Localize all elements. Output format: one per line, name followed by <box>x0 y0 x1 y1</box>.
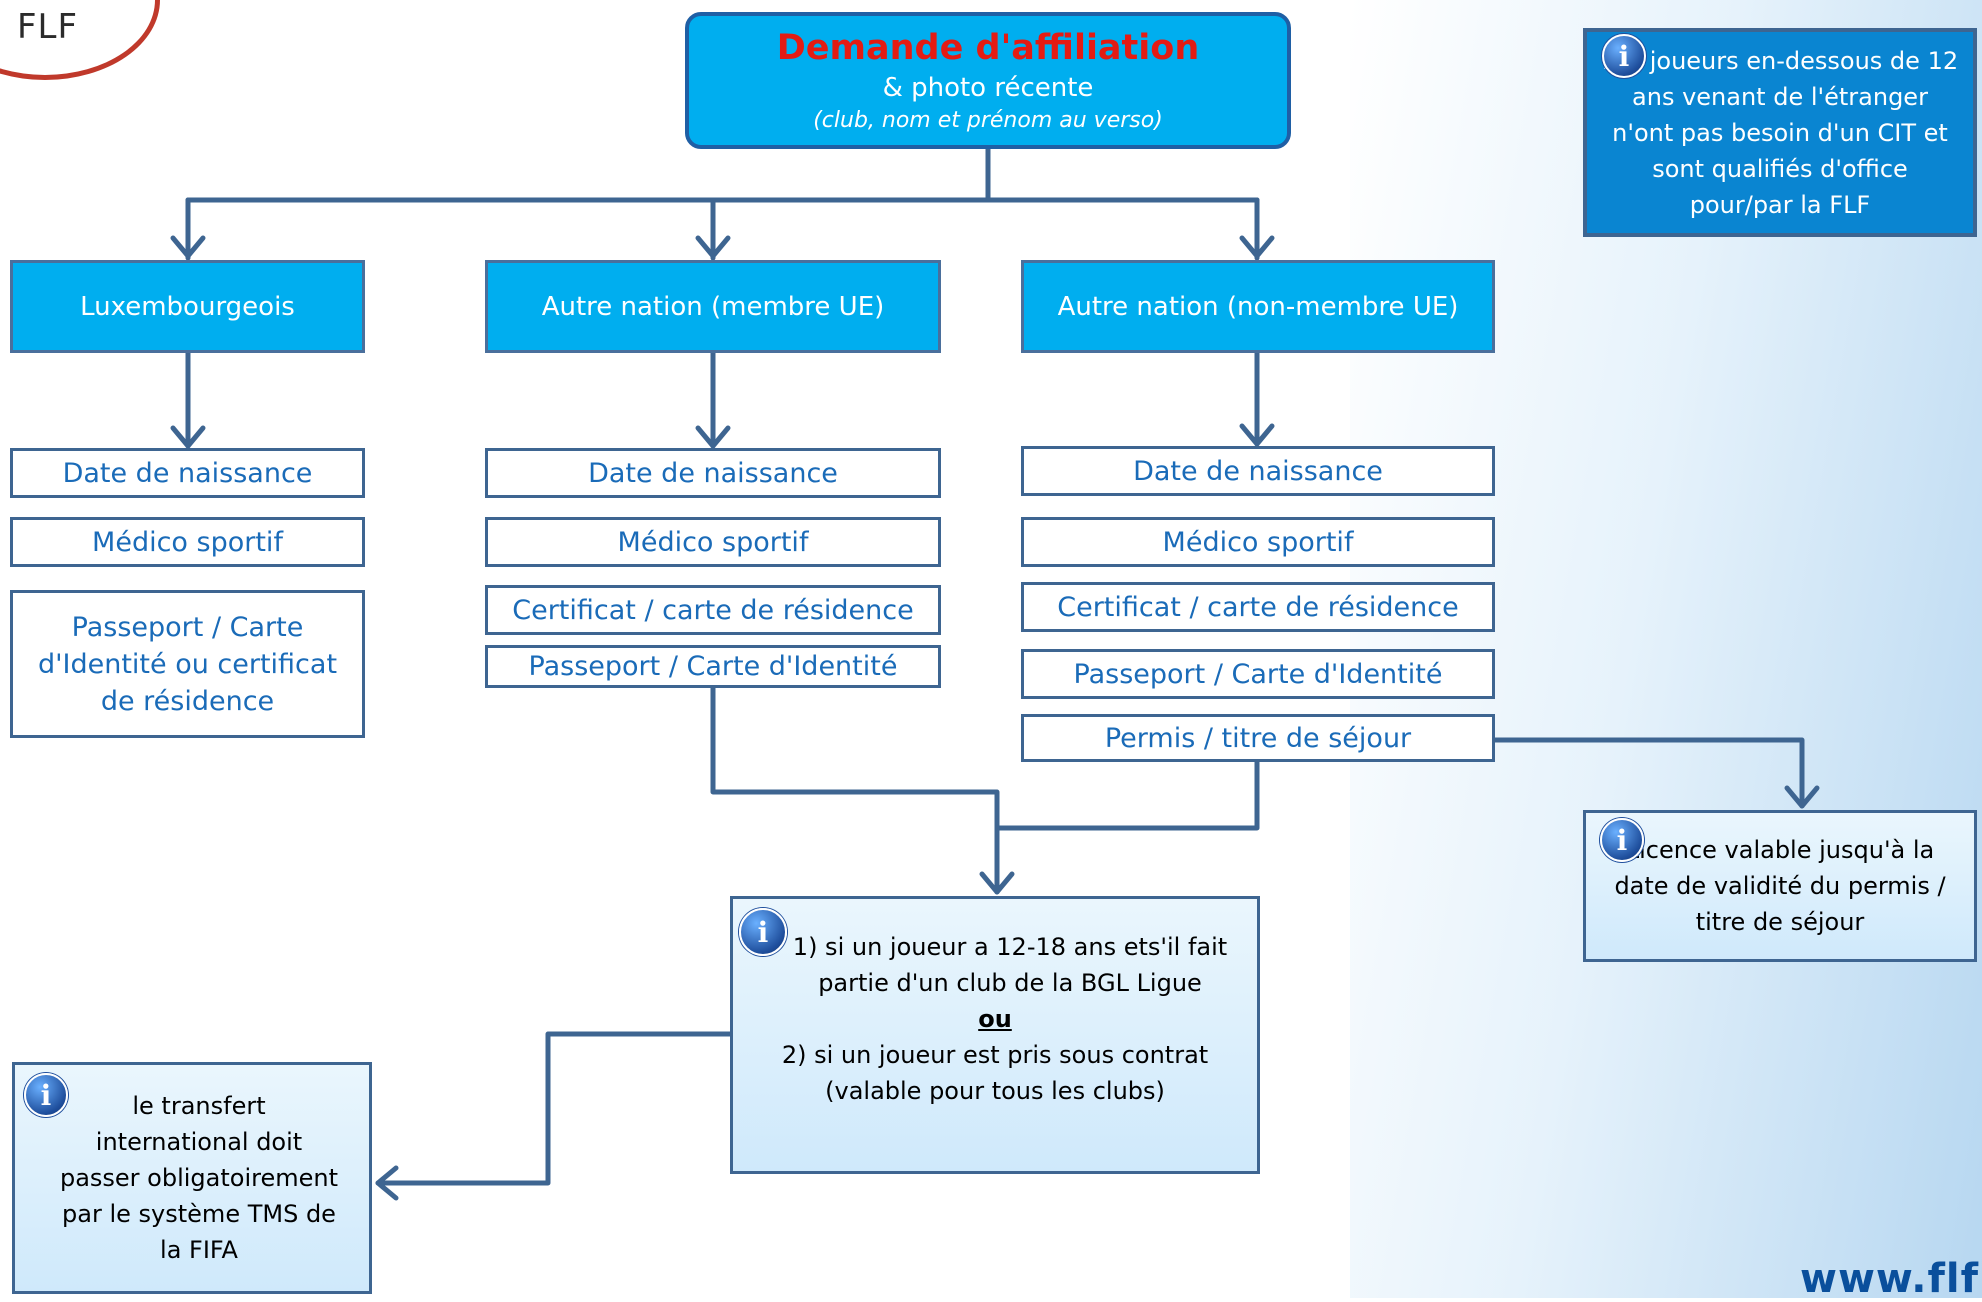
doc-ue-date-naissance: Date de naissance <box>485 448 941 498</box>
connector-permis-to-licence <box>1492 737 1805 809</box>
doc-lux-passeport: Passeport / Carte d'Identité ou certific… <box>10 590 365 738</box>
info-note-transfer-text: le transfert international doit passer o… <box>59 1092 339 1264</box>
doc-nonue-certificat-residence: Certificat / carte de résidence <box>1021 582 1495 632</box>
doc-label: Date de naissance <box>62 457 313 489</box>
title-sub: & photo récente <box>882 72 1094 103</box>
doc-label: Médico sportif <box>92 526 283 558</box>
arrowhead-center <box>979 871 1015 895</box>
arrowhead-non-membre-ue <box>1239 235 1275 259</box>
title-main: Demande d'affiliation <box>776 27 1200 68</box>
doc-nonue-medico-sportif: Médico sportif <box>1021 517 1495 567</box>
doc-ue-medico-sportif: Médico sportif <box>485 517 941 567</box>
doc-nonue-date-naissance: Date de naissance <box>1021 446 1495 496</box>
title-note: (club, nom et prénom au verso) <box>813 107 1163 133</box>
doc-label: Passeport / Carte d'Identité ou certific… <box>37 611 338 717</box>
doc-label: Passeport / Carte d'Identité <box>1073 658 1443 690</box>
logo-text: FLF <box>17 7 79 47</box>
arrowhead-lux-docs <box>170 425 206 449</box>
arrowhead-nonue-docs <box>1239 423 1275 447</box>
info-icon: i <box>1600 818 1644 862</box>
info-icon: i <box>1602 34 1646 78</box>
info-note-transfer: le transfert international doit passer o… <box>12 1062 372 1294</box>
doc-label: Permis / titre de séjour <box>1104 722 1412 754</box>
info-note-conditions: 1) si un joueur a 12-18 ans ets'il fait … <box>730 896 1260 1174</box>
doc-label: Certificat / carte de résidence <box>1057 591 1459 623</box>
info-note-licence-text: Licence valable jusqu'à la date de valid… <box>1614 836 1946 936</box>
arrowhead-transfer <box>375 1165 399 1201</box>
doc-ue-certificat-residence: Certificat / carte de résidence <box>485 585 941 635</box>
doc-lux-medico-sportif: Médico sportif <box>10 517 365 567</box>
nation-luxembourgeois: Luxembourgeois <box>10 260 365 353</box>
doc-nonue-permis: Permis / titre de séjour <box>1021 714 1495 762</box>
nation-non-membre-ue: Autre nation (non-membre UE) <box>1021 260 1495 353</box>
info-note-under-12: Les joueurs en-dessous de 12 ans venant … <box>1583 28 1977 237</box>
doc-label: Passeport / Carte d'Identité <box>528 651 898 682</box>
info-icon: i <box>24 1073 68 1117</box>
website-url: www.flf <box>1800 1256 1980 1302</box>
doc-label: Date de naissance <box>1133 455 1383 487</box>
nation-membre-ue: Autre nation (membre UE) <box>485 260 941 353</box>
nation-membre-ue-label: Autre nation (membre UE) <box>541 291 885 322</box>
doc-ue-passeport: Passeport / Carte d'Identité <box>485 645 941 688</box>
doc-label: Certificat / carte de résidence <box>512 594 914 626</box>
doc-lux-date-naissance: Date de naissance <box>10 448 365 498</box>
conditions-line2: 2) si un joueur est pris sous contrat (v… <box>781 1041 1209 1105</box>
connector-nonue-to-center <box>994 759 1260 831</box>
conditions-line1: 1) si un joueur a 12-18 ans ets'il fait … <box>792 933 1228 997</box>
doc-label: Médico sportif <box>617 526 809 558</box>
conditions-separator: ou <box>978 1005 1012 1033</box>
doc-nonue-passeport: Passeport / Carte d'Identité <box>1021 649 1495 699</box>
nation-non-membre-ue-label: Autre nation (non-membre UE) <box>1057 291 1459 322</box>
connector-ue-to-center <box>710 685 1000 895</box>
info-note-under-12-text: Les joueurs en-dessous de 12 ans venant … <box>1601 46 1959 219</box>
nation-luxembourgeois-label: Luxembourgeois <box>80 291 295 322</box>
arrowhead-membre-ue <box>695 235 731 259</box>
arrowhead-ue-docs <box>695 425 731 449</box>
info-icon: i <box>739 908 787 956</box>
connector-center-to-transfer <box>375 1031 733 1186</box>
doc-label: Médico sportif <box>1162 526 1354 558</box>
arrowhead-licence <box>1784 785 1820 809</box>
title-box: Demande d'affiliation & photo récente (c… <box>685 12 1291 149</box>
doc-label: Date de naissance <box>588 457 838 489</box>
arrowhead-luxembourgeois <box>170 235 206 259</box>
info-note-licence: Licence valable jusqu'à la date de valid… <box>1583 810 1977 962</box>
